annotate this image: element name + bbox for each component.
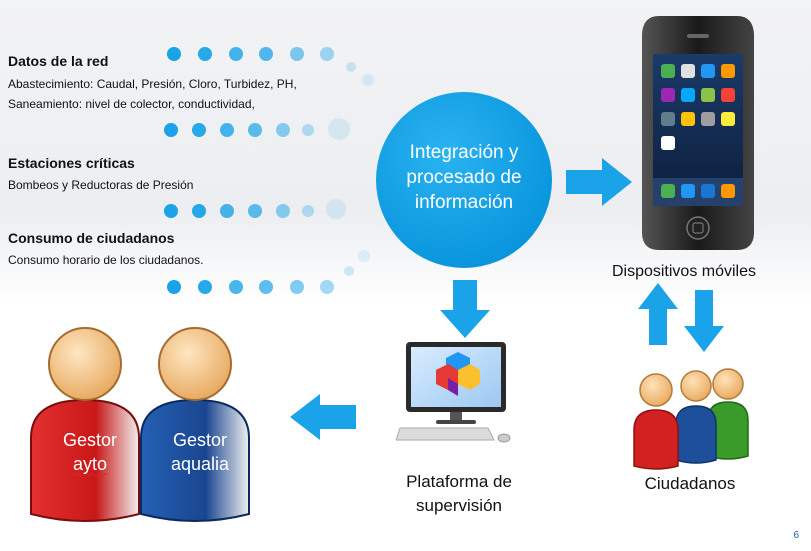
monitor-icon [396,342,511,443]
section-line-hourly-consumption: Consumo horario de los ciudadanos. [8,253,204,267]
section-line-supply: Abastecimiento: Caudal, Presión, Cloro, … [8,77,297,91]
section-title-critical-stations: Estaciones críticas [8,155,135,171]
integration-hub-circle [376,92,552,268]
managers-icon [30,327,250,522]
smartphone-icon [642,16,754,250]
arrow-down-icon [440,280,490,338]
section-line-pumping: Bombeos y Reductoras de Presión [8,178,194,192]
arrow-down-icon [684,290,724,352]
hub-line-3: información [414,192,514,213]
hub-line-1: Integración y [409,142,519,163]
manager-aqualia-label: Gestor aqualia [150,428,250,476]
platform-label-line-2: supervisión [416,496,502,515]
platform-label-line-1: Plataforma de [406,472,512,491]
manager-ayto-line-2: ayto [72,454,108,474]
arrow-right-icon [566,158,632,206]
section-line-sanitation: Saneamiento: nivel de colector, conducti… [8,97,255,111]
manager-ayto-label: Gestor ayto [40,428,140,476]
hub-line-2: procesado de [406,167,522,188]
platform-label: Plataforma de supervisión [380,470,538,518]
citizens-label: Ciudadanos [644,474,736,493]
arrow-up-icon [638,283,678,345]
section-title-network-data: Datos de la red [8,53,109,69]
manager-aqualia-line-1: Gestor [172,430,228,450]
page-number: 6 [793,530,799,541]
manager-aqualia-line-2: aqualia [170,454,230,474]
section-title-citizen-consumption: Consumo de ciudadanos [8,230,175,246]
manager-ayto-line-1: Gestor [62,430,118,450]
integration-hub-label: Integración y procesado de información [376,140,552,215]
citizens-group-icon [633,368,749,470]
mobile-devices-label: Dispositivos móviles [611,263,757,280]
arrow-left-icon [290,394,356,440]
